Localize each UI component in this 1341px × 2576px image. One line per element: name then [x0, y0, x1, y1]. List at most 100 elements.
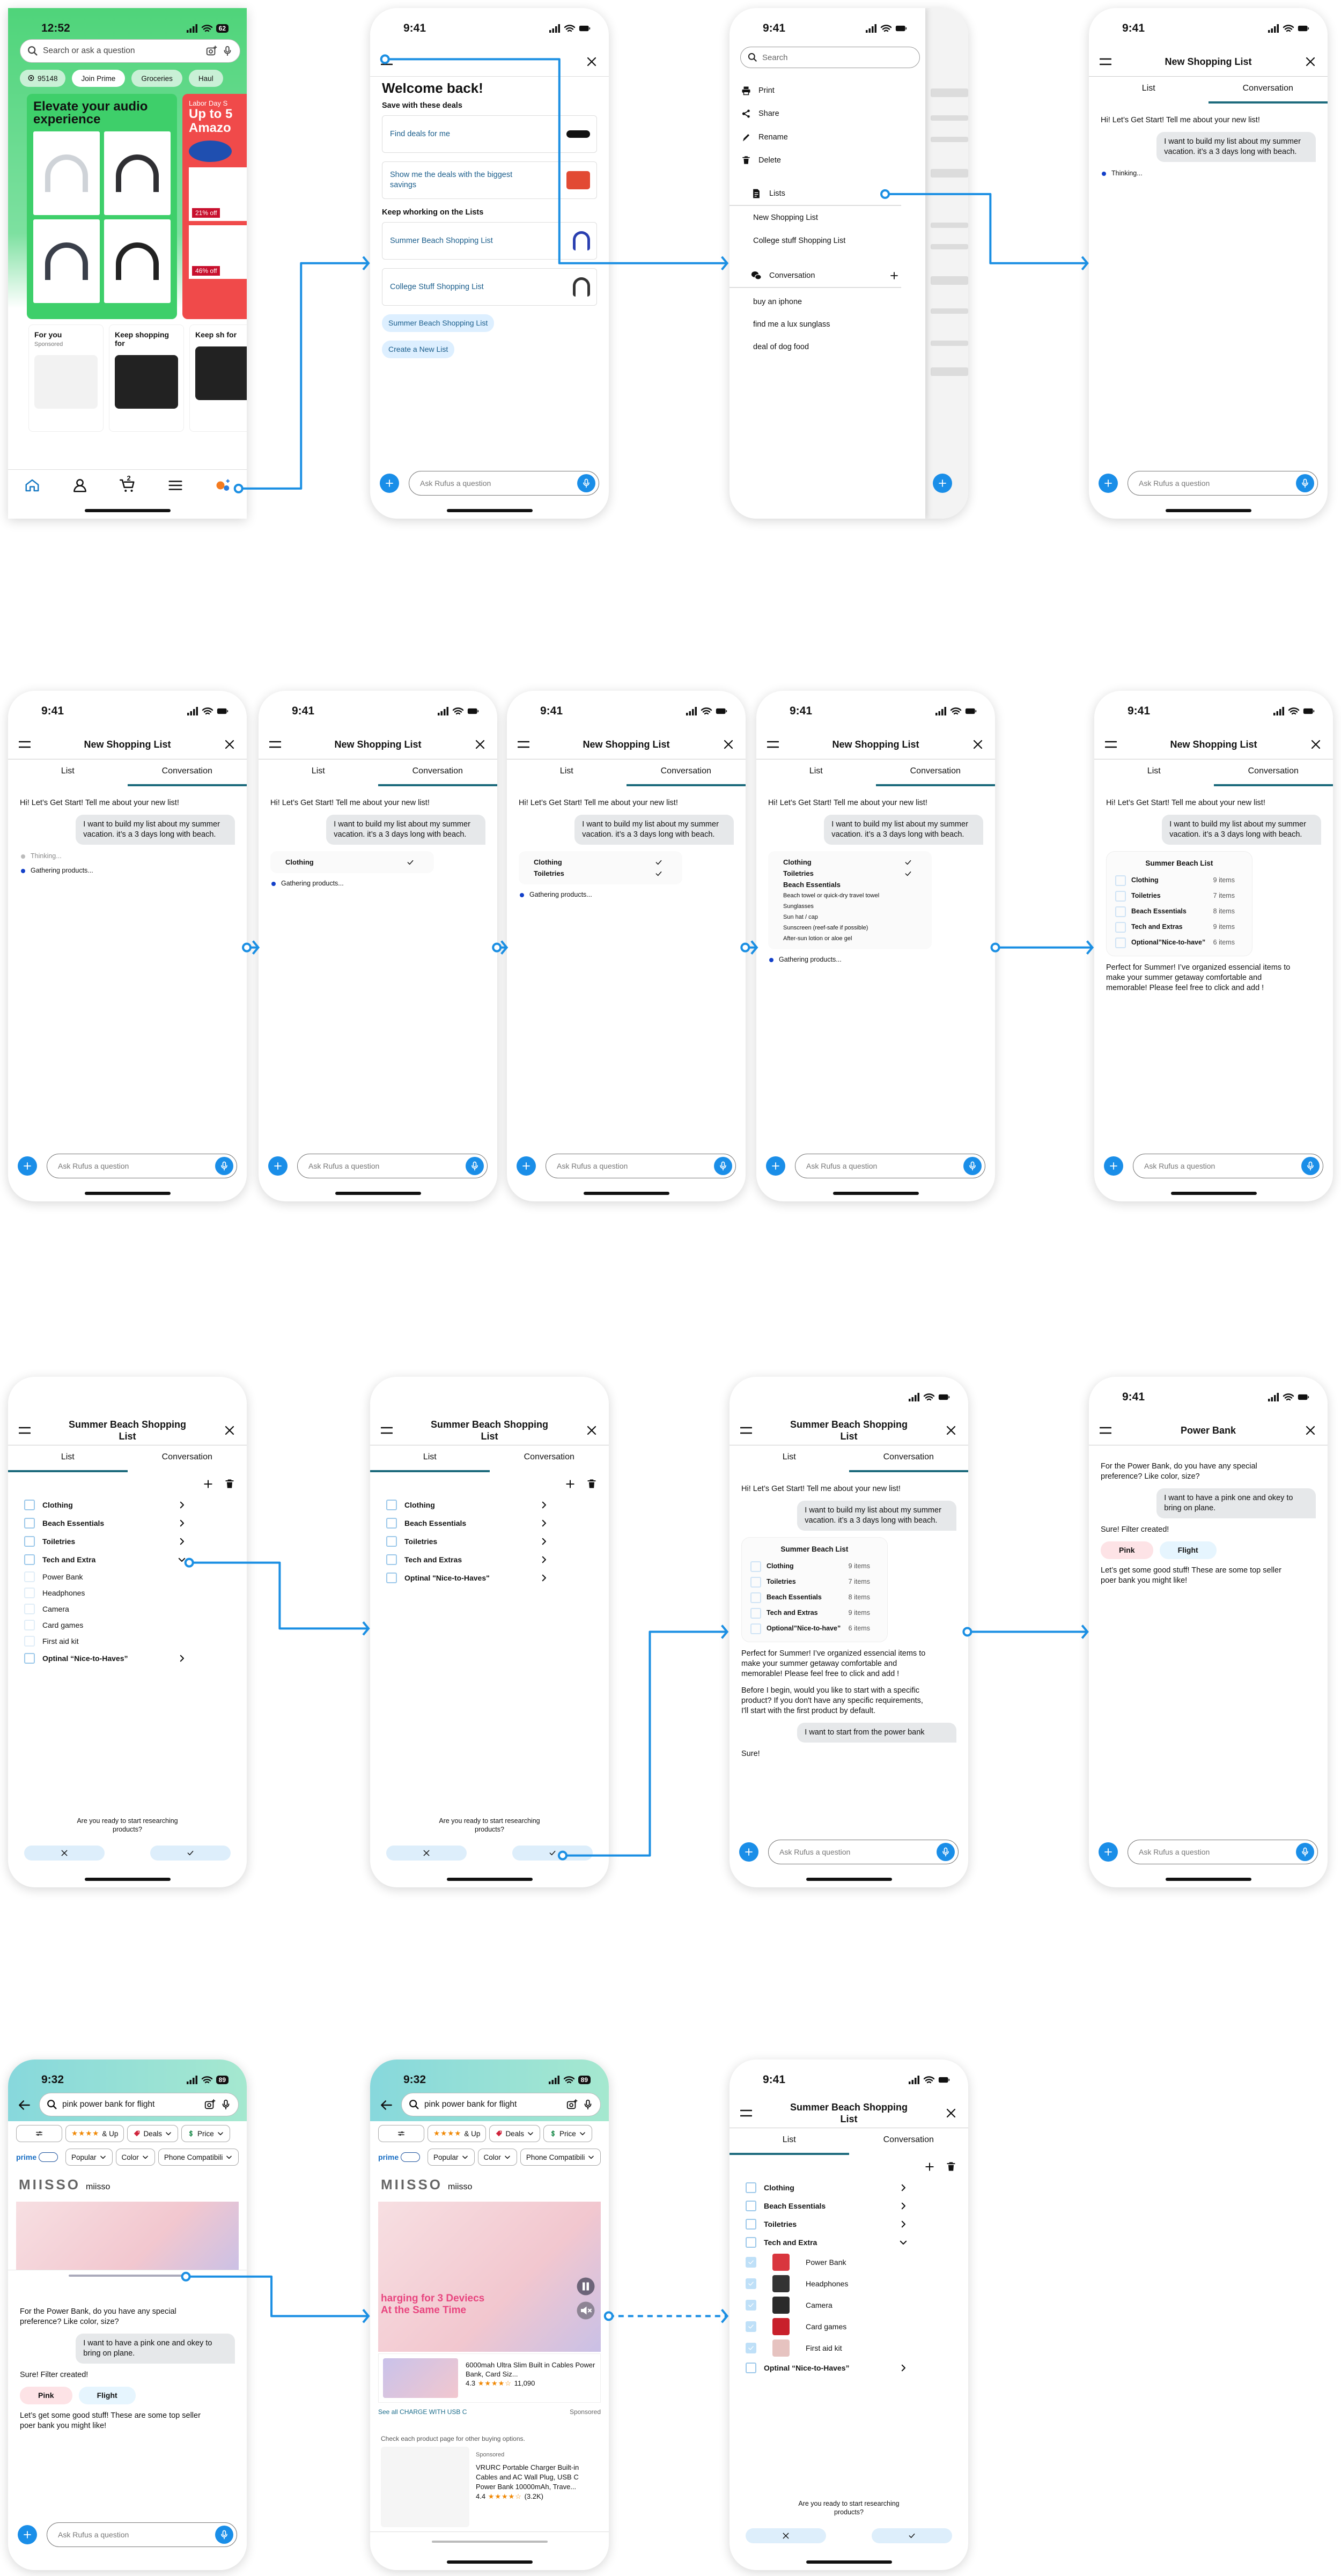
- filter-popular[interactable]: Popular: [65, 2149, 113, 2166]
- pause-icon[interactable]: [576, 2277, 595, 2296]
- checkbox[interactable]: [750, 1592, 761, 1603]
- nav-item-menu[interactable]: [167, 477, 183, 519]
- list-category[interactable]: Toiletries: [386, 1532, 597, 1551]
- tab-conversation[interactable]: Conversation: [161, 1452, 212, 1462]
- checkbox[interactable]: [1115, 921, 1126, 933]
- chevron-right-icon[interactable]: [539, 1537, 549, 1546]
- filter-settings-button[interactable]: [16, 2125, 62, 2142]
- list-item[interactable]: Headphones: [24, 1585, 235, 1601]
- menu-icon[interactable]: [381, 58, 393, 65]
- product-tile[interactable]: [33, 219, 100, 303]
- prime-toggle[interactable]: prime: [16, 2149, 62, 2166]
- chevron-right-icon[interactable]: [539, 1518, 549, 1528]
- drawer-conversation-item[interactable]: buy an iphone: [753, 298, 802, 306]
- trash-icon[interactable]: [946, 2161, 956, 2172]
- tab-conversation[interactable]: Conversation: [127, 759, 247, 786]
- close-icon[interactable]: [1304, 55, 1317, 68]
- ask-rufus-input[interactable]: Ask Rufus a question: [47, 1154, 237, 1178]
- menu-icon[interactable]: [269, 741, 281, 748]
- menu-icon[interactable]: [1100, 1427, 1111, 1434]
- drawer-list-item[interactable]: New Shopping List: [753, 213, 818, 222]
- checkbox[interactable]: [746, 2363, 756, 2373]
- filter-settings-button[interactable]: [378, 2125, 424, 2142]
- plus-icon[interactable]: [565, 1479, 576, 1489]
- chevron-down-icon[interactable]: [898, 2238, 908, 2247]
- filter-phone-compatibili[interactable]: Phone Compatibili: [158, 2149, 239, 2166]
- prime-toggle[interactable]: prime: [378, 2149, 424, 2166]
- discount-tile[interactable]: 46% off: [189, 225, 247, 279]
- location-chip[interactable]: 95148: [20, 70, 65, 87]
- checkbox[interactable]: [386, 1554, 397, 1565]
- menu-icon[interactable]: [19, 1427, 31, 1434]
- close-icon[interactable]: [585, 1424, 598, 1437]
- ask-rufus-input[interactable]: Ask Rufus a question: [768, 1840, 959, 1864]
- feed-card[interactable]: Keep shopping for: [109, 324, 184, 432]
- tab-conversation[interactable]: Conversation: [626, 759, 746, 786]
- mic-icon[interactable]: [582, 2099, 594, 2110]
- filter-tag[interactable]: Deals: [127, 2125, 178, 2142]
- tab-list[interactable]: List: [1147, 766, 1161, 776]
- plus-icon[interactable]: [889, 271, 899, 281]
- filter-color[interactable]: Color: [115, 2149, 155, 2166]
- drawer-conversation-item[interactable]: deal of dog food: [753, 343, 809, 351]
- drawer-action-print[interactable]: Print: [741, 86, 775, 95]
- chevron-right-icon[interactable]: [177, 1500, 187, 1510]
- filter-tag[interactable]: Deals: [489, 2125, 540, 2142]
- nav-item-home[interactable]: [24, 477, 40, 519]
- menu-icon[interactable]: [19, 741, 31, 748]
- checkbox[interactable]: [746, 2278, 756, 2289]
- bottom-sheet-peek[interactable]: [370, 2531, 609, 2570]
- product-tile[interactable]: [104, 219, 171, 303]
- trash-icon[interactable]: [224, 1479, 235, 1489]
- ask-rufus-input[interactable]: Ask Rufus a question: [1128, 1840, 1318, 1864]
- product-tile[interactable]: [33, 131, 100, 215]
- filter-dollar[interactable]: Price: [181, 2125, 230, 2142]
- chip-join-prime[interactable]: Join Prime: [71, 70, 126, 87]
- close-icon[interactable]: [474, 738, 487, 751]
- back-arrow-icon[interactable]: [18, 2098, 32, 2112]
- nav-item-person[interactable]: [72, 477, 88, 519]
- accept-button[interactable]: [872, 2528, 952, 2543]
- mic-icon[interactable]: [220, 2099, 232, 2110]
- tab-list[interactable]: List: [559, 766, 573, 776]
- tab-list[interactable]: List: [782, 1452, 796, 1462]
- add-button[interactable]: [268, 1156, 288, 1176]
- mic-button[interactable]: [466, 1157, 484, 1175]
- checkbox[interactable]: [746, 2300, 756, 2311]
- list-item[interactable]: Headphones: [746, 2273, 956, 2294]
- checkbox[interactable]: [386, 1500, 397, 1510]
- summary-row[interactable]: Optional”Nice-to-have”6 items: [1115, 935, 1243, 950]
- checkbox[interactable]: [386, 1536, 397, 1547]
- back-arrow-icon[interactable]: [380, 2098, 394, 2112]
- list-category[interactable]: Beach Essentials: [386, 1514, 597, 1532]
- decline-button[interactable]: [746, 2528, 826, 2543]
- suggestion-chip[interactable]: Create a New List: [382, 341, 455, 358]
- tab-conversation[interactable]: Conversation: [1208, 77, 1328, 104]
- ask-rufus-input[interactable]: Ask Rufus a question: [795, 1154, 985, 1178]
- filter-stars[interactable]: ★★★★& Up: [428, 2125, 487, 2142]
- deal-card[interactable]: Find deals for me: [382, 115, 597, 153]
- tab-conversation[interactable]: Conversation: [883, 2135, 934, 2144]
- checkbox[interactable]: [24, 1636, 35, 1647]
- checkbox[interactable]: [24, 1518, 35, 1529]
- decline-button[interactable]: [24, 1846, 105, 1861]
- chip-groceries[interactable]: Groceries: [131, 70, 182, 87]
- checkbox[interactable]: [24, 1500, 35, 1510]
- list-category[interactable]: Optinal “Nice-to-Haves”: [24, 1649, 235, 1667]
- filter-chip-pink[interactable]: Pink: [1101, 1541, 1153, 1559]
- filter-chip-pink[interactable]: Pink: [20, 2387, 72, 2404]
- ask-rufus-input[interactable]: Ask Rufus a question: [1128, 471, 1318, 496]
- camera-icon[interactable]: [205, 45, 217, 57]
- menu-icon[interactable]: [740, 1427, 752, 1434]
- tab-list[interactable]: List: [1141, 84, 1155, 93]
- drawer-action-delete[interactable]: Delete: [741, 156, 781, 165]
- checkbox[interactable]: [746, 2182, 756, 2193]
- close-icon[interactable]: [223, 1424, 236, 1437]
- drawer-search[interactable]: Search: [740, 47, 920, 68]
